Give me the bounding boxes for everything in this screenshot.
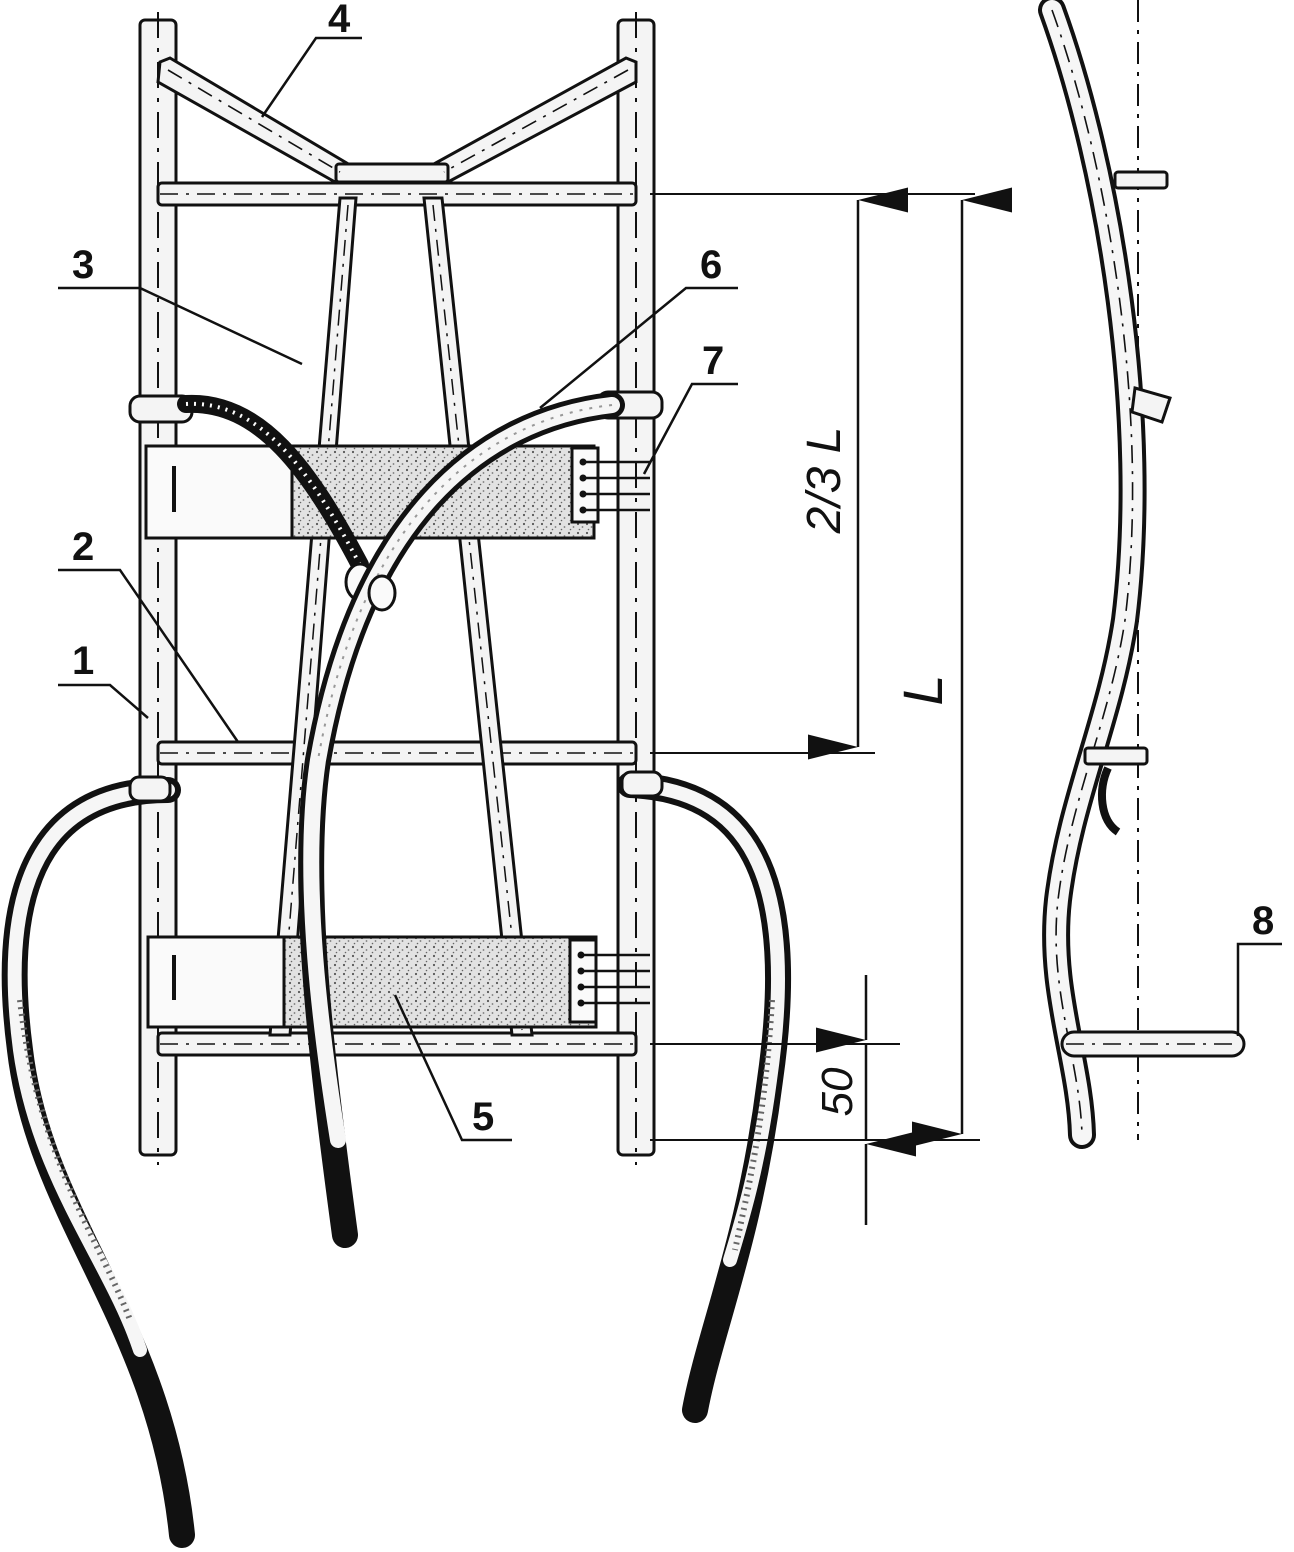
callout-top-yoke: 4 xyxy=(328,0,351,41)
callout-strap: 6 xyxy=(700,243,722,287)
top-crossbar xyxy=(156,181,638,207)
dimensions: 2/3 L L 50 xyxy=(650,187,1012,1225)
front-view xyxy=(1,12,792,1548)
dim-offset-label: 50 xyxy=(813,1067,862,1116)
callout-crossbar: 2 xyxy=(72,525,94,569)
right-shoulder-strap xyxy=(617,770,792,1423)
dim-full-label: L xyxy=(891,674,954,705)
upper-lacing xyxy=(586,460,650,512)
lower-pad xyxy=(146,935,598,1029)
callout-stand: 8 xyxy=(1252,899,1274,943)
side-view xyxy=(1038,0,1246,1149)
upper-pad xyxy=(144,444,600,540)
lower-lacing xyxy=(584,953,650,1005)
right-side-rail xyxy=(616,12,656,1165)
center-strap xyxy=(298,392,625,1248)
callout-lacing: 7 xyxy=(702,339,724,383)
callout-brace: 3 xyxy=(72,243,94,287)
callout-pad: 5 xyxy=(472,1095,494,1139)
bottom-crossbar xyxy=(156,1031,638,1057)
middle-crossbar xyxy=(156,740,638,766)
callout-frame-side: 1 xyxy=(72,639,94,683)
top-yoke xyxy=(156,56,638,184)
diagonal-braces xyxy=(268,196,534,1037)
dim-two-thirds-label: 2/3 L xyxy=(798,427,851,535)
left-shoulder-strap xyxy=(1,775,195,1548)
stand-tube xyxy=(1060,1030,1246,1058)
callouts: 4 3 6 7 2 1 5 8 xyxy=(58,0,1282,1142)
